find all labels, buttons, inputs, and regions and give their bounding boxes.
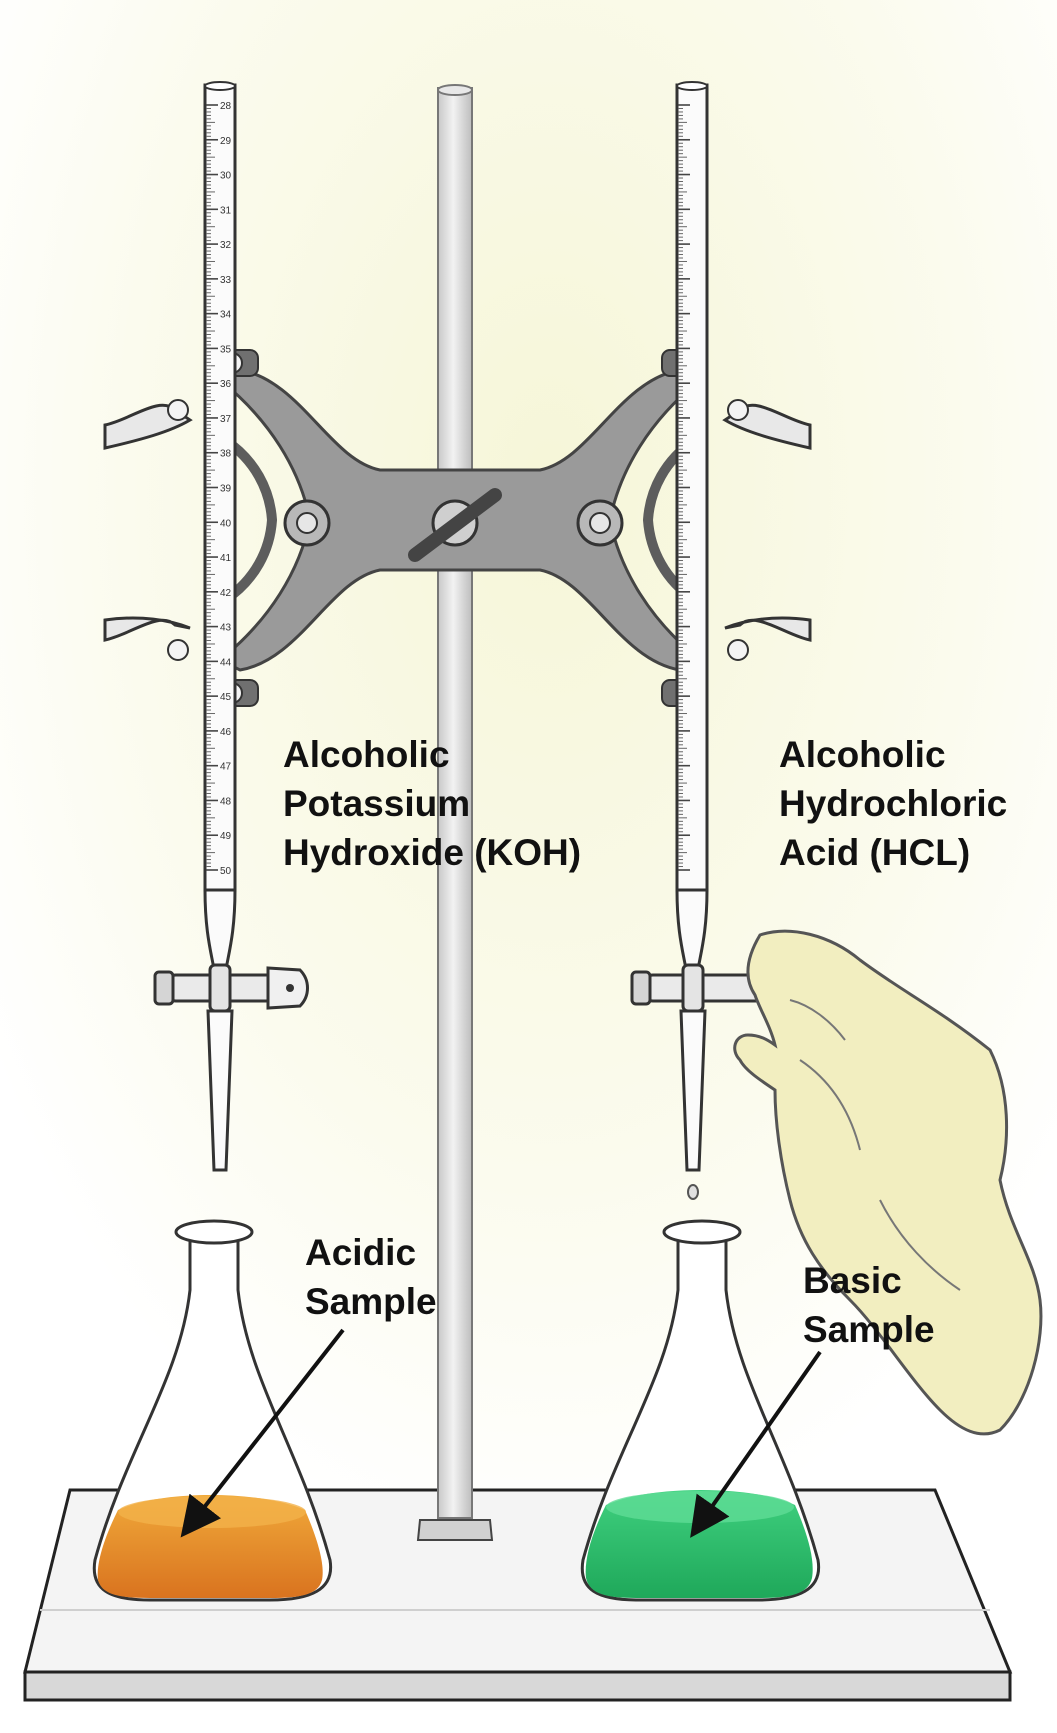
scale-number: 43 bbox=[220, 623, 232, 634]
basic-label-line-2: Sample bbox=[803, 1309, 935, 1350]
scale-number: 49 bbox=[220, 831, 232, 842]
koh-label: Alcoholic Potassium Hydroxide (KOH) bbox=[283, 730, 581, 877]
acidic-arrow bbox=[180, 1328, 345, 1538]
scale-number: 41 bbox=[220, 553, 232, 564]
basic-flask bbox=[580, 1219, 821, 1602]
koh-label-line-1: Alcoholic bbox=[283, 734, 450, 775]
support-rod bbox=[416, 84, 494, 1541]
right-burette bbox=[675, 81, 709, 977]
scale-number: 32 bbox=[220, 240, 232, 251]
scale-number: 46 bbox=[220, 727, 232, 738]
scale-number: 39 bbox=[220, 484, 232, 495]
scale-number: 31 bbox=[220, 205, 232, 216]
scale-number: 29 bbox=[220, 136, 232, 147]
scale-number: 47 bbox=[220, 762, 232, 773]
left-stopcock bbox=[153, 963, 309, 1172]
hcl-label-line-2: Hydrochloric bbox=[779, 783, 1008, 824]
acidic-label-line-1: Acidic bbox=[305, 1232, 417, 1273]
hcl-label-line-1: Alcoholic bbox=[779, 734, 946, 775]
scale-number: 34 bbox=[220, 310, 232, 321]
hcl-label-line-3: Acid (HCL) bbox=[779, 832, 971, 873]
scale-number: 44 bbox=[220, 657, 232, 668]
scale-number: 50 bbox=[220, 866, 232, 877]
hcl-label: Alcoholic Hydrochloric Acid (HCL) bbox=[779, 730, 1007, 877]
scale-number: 38 bbox=[220, 449, 232, 460]
scale-number: 33 bbox=[220, 275, 232, 286]
scale-number: 28 bbox=[220, 101, 232, 112]
acidic-sample-label: Acidic Sample bbox=[305, 1228, 437, 1326]
koh-label-line-3: Hydroxide (KOH) bbox=[283, 832, 582, 873]
scale-number: 35 bbox=[220, 344, 232, 355]
right-stopcock bbox=[630, 963, 767, 1200]
hand bbox=[733, 929, 1043, 1436]
scale-number: 30 bbox=[220, 171, 232, 182]
scale-number: 37 bbox=[220, 414, 232, 425]
basic-sample-label: Basic Sample bbox=[803, 1256, 935, 1354]
left-burette-scale: 28 29 30 31 32 33 34 35 36 37 38 39 40 41 42 43 44 45 46 47… bbox=[206, 101, 232, 877]
basic-arrow bbox=[690, 1350, 822, 1538]
scale-number: 42 bbox=[220, 588, 232, 599]
acidic-flask bbox=[92, 1219, 333, 1602]
koh-label-line-2: Potassium bbox=[283, 783, 471, 824]
drop bbox=[687, 1184, 699, 1200]
scale-number: 40 bbox=[220, 518, 232, 529]
acidic-label-line-2: Sample bbox=[305, 1281, 437, 1322]
scale-number: 48 bbox=[220, 796, 232, 807]
scale-number: 36 bbox=[220, 379, 232, 390]
right-burette-scale bbox=[678, 104, 690, 871]
scale-number: 45 bbox=[220, 692, 232, 703]
left-burette: 28 29 30 31 32 33 34 35 36 37 38 39 40 41 42 43 44 45 46 47… bbox=[203, 81, 237, 977]
basic-label-line-1: Basic bbox=[803, 1260, 902, 1301]
